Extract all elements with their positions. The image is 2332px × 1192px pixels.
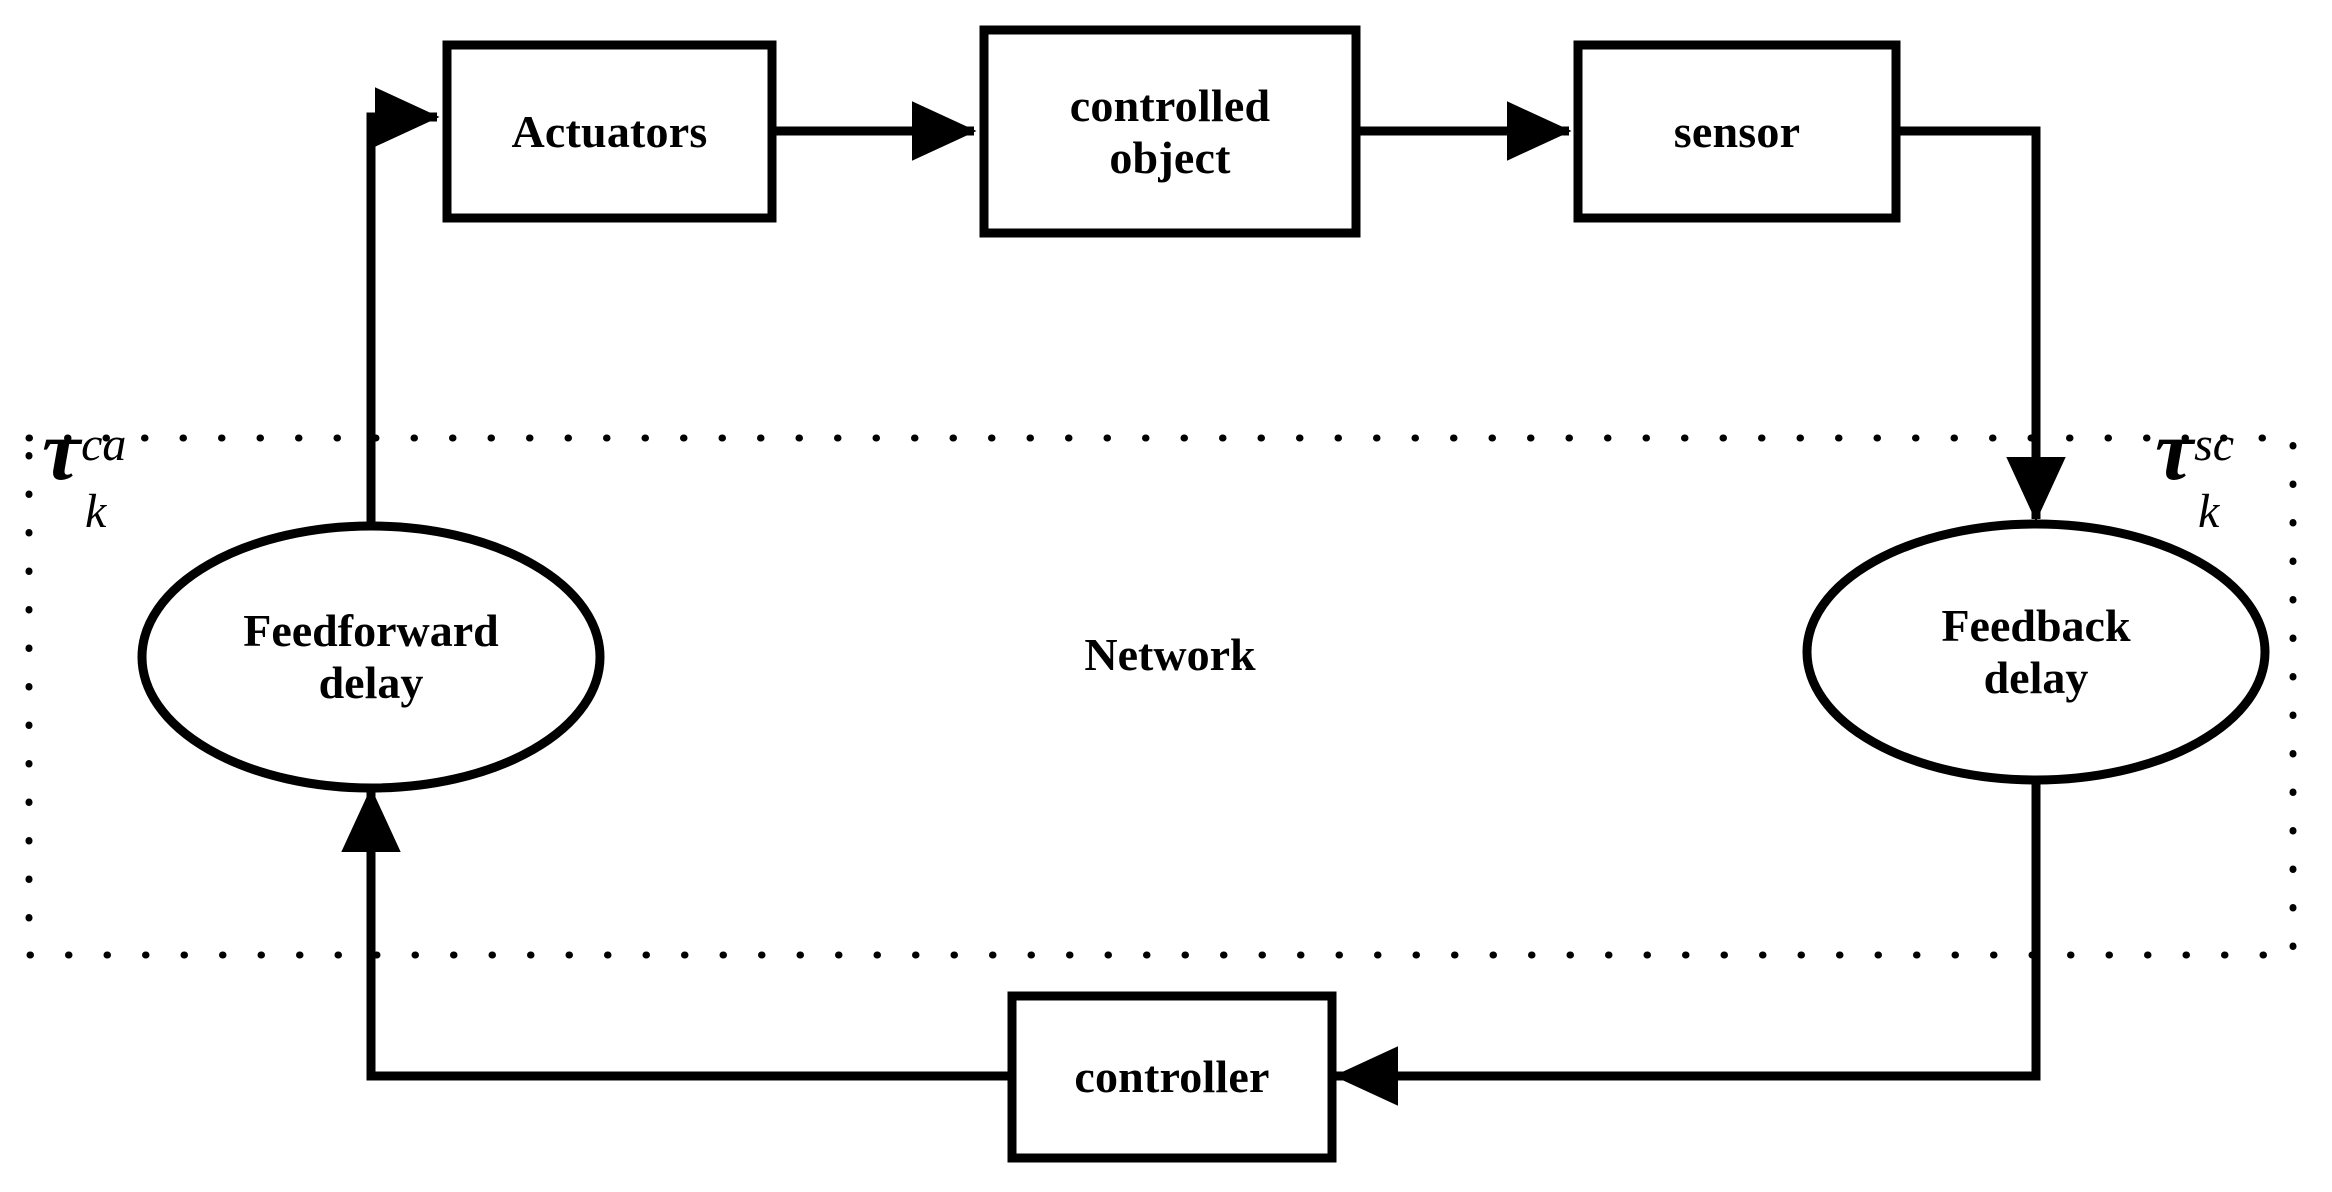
edge-controller-to-feedforward [341,787,1008,1081]
node-actuators-shape[interactable] [442,40,777,223]
tau-subscript-right: k [2197,484,2220,538]
node-feedback-delay-shape[interactable] [1802,519,2270,785]
node-controlled-object-shape[interactable] [979,25,1361,238]
tau-subscript-left: k [84,484,107,538]
node-feedforward-delay-shape[interactable] [137,521,605,793]
node-sensor-shape[interactable] [1573,40,1901,223]
edge-sensor-to-feedback [1898,126,2066,522]
tau-base-glyph-left: τ [42,402,81,498]
tau-superscript-left: ca [81,417,127,471]
edge-feedforward-to-actuators [366,87,440,527]
tau-base-glyph-right: τ [2155,402,2194,498]
tau-superscript-right: sc [2194,417,2235,471]
edge-feedback-to-controller [1333,778,2041,1106]
node-controller-shape[interactable] [1007,991,1337,1163]
